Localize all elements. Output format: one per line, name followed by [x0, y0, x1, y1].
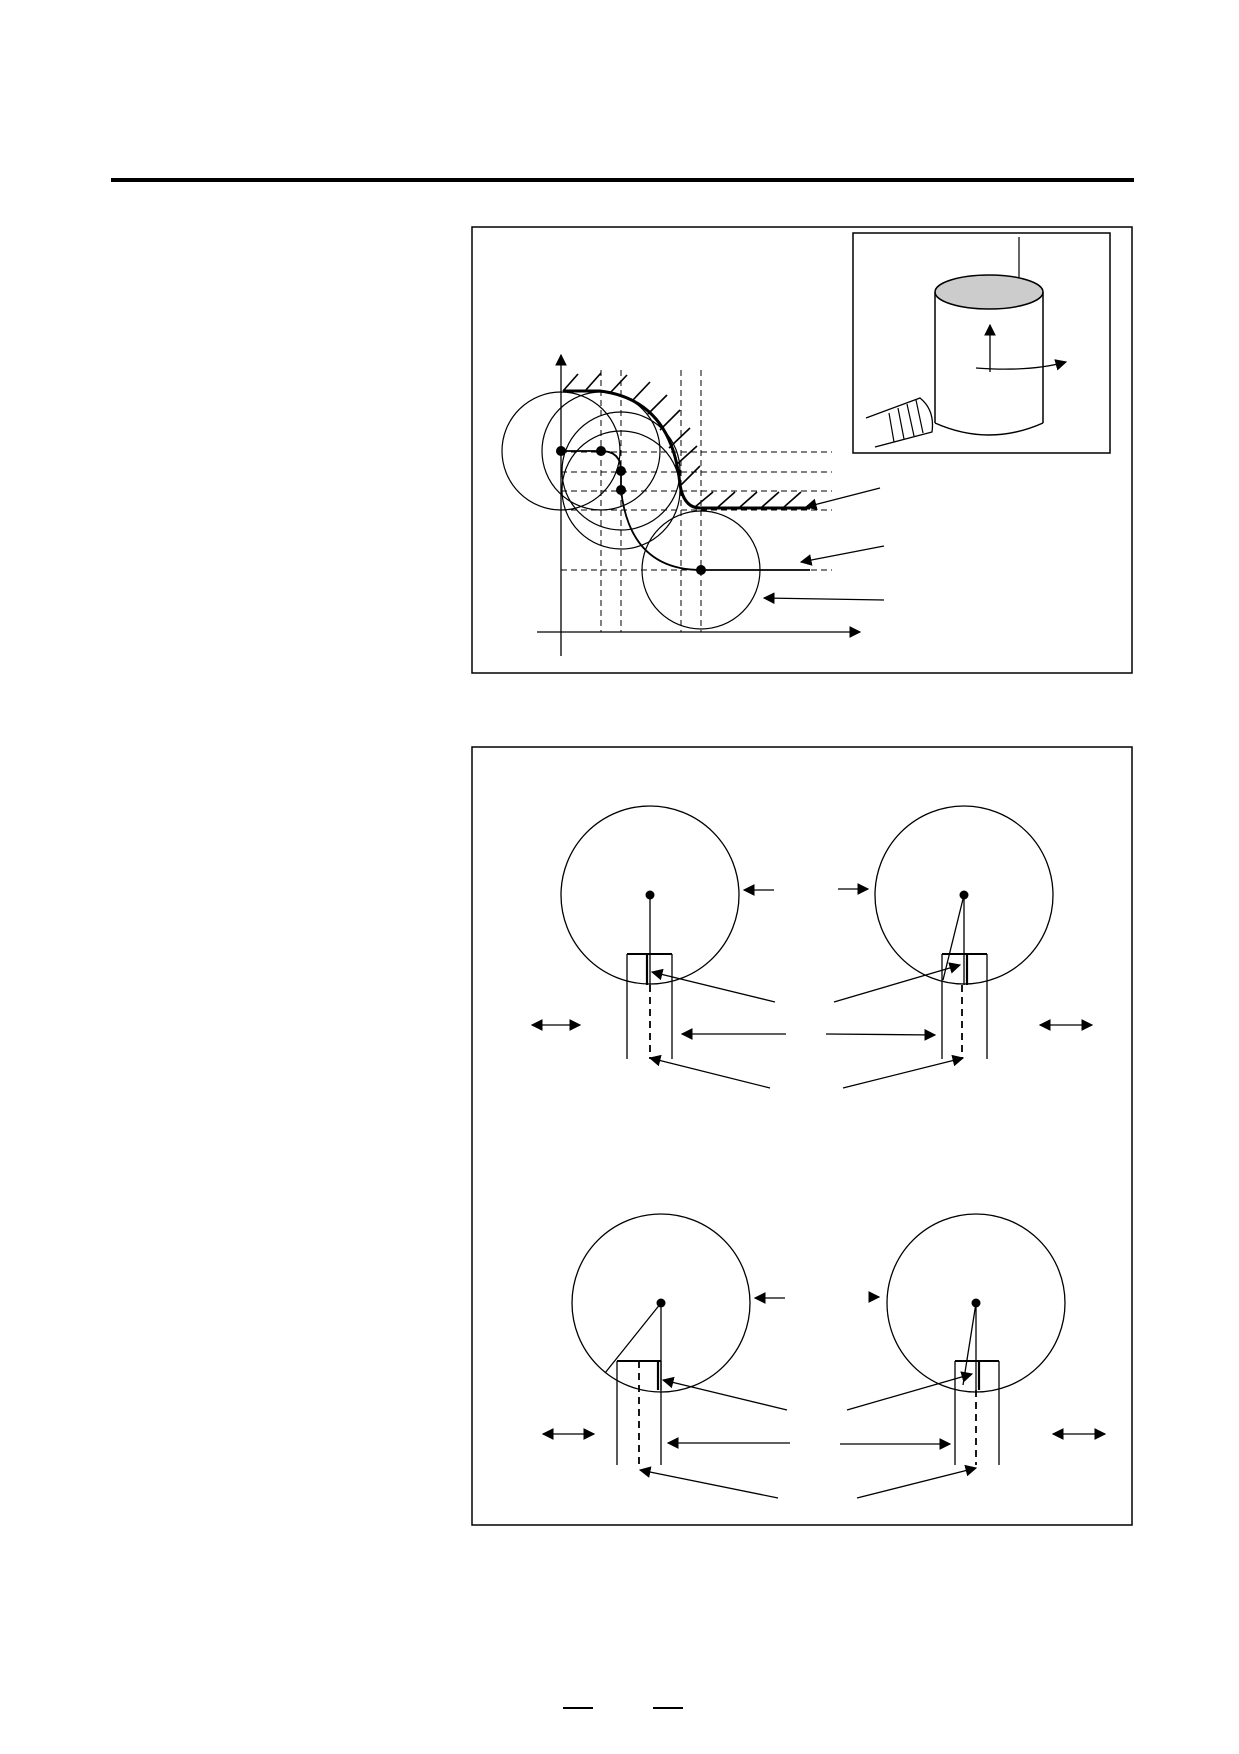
figure-1-leaders: [762, 487, 885, 605]
workpiece-profile: [562, 372, 810, 510]
center-points: [556, 446, 706, 575]
wheel-bottom-left-center: [656, 1298, 666, 1308]
wheel-top-left-center: [645, 890, 655, 900]
footer-dash-left: [563, 1707, 593, 1709]
wheel-bottom-right-center: [971, 1298, 981, 1308]
wheel-bottom-right: [886, 1213, 1066, 1465]
figure-2-top-arrows: [530, 883, 1094, 1089]
inset-frame: [852, 232, 1111, 454]
cylinder-top: [934, 274, 1044, 310]
cylinder-bottom: [934, 422, 1044, 436]
footer-dash-right: [653, 1707, 683, 1709]
wheel-top-right-center: [959, 890, 969, 900]
wheel-top-right: [874, 805, 1054, 1059]
figure-2-bottom-arrows: [541, 1291, 1107, 1499]
rotation-arrow: [975, 359, 1068, 371]
figure-1: [471, 226, 1133, 674]
grinder-positions: [501, 391, 761, 630]
page-header-rule: [111, 178, 1134, 182]
inset-workpiece: [852, 232, 1111, 454]
wheel-bottom-left: [571, 1213, 751, 1465]
center-path: [561, 450, 810, 571]
wheel-top-left: [560, 805, 740, 1059]
figure-2-frame: [471, 746, 1133, 1526]
figure-1-frame: [471, 226, 1133, 674]
grinding-tool: [865, 397, 934, 448]
figure-2: [471, 746, 1133, 1526]
